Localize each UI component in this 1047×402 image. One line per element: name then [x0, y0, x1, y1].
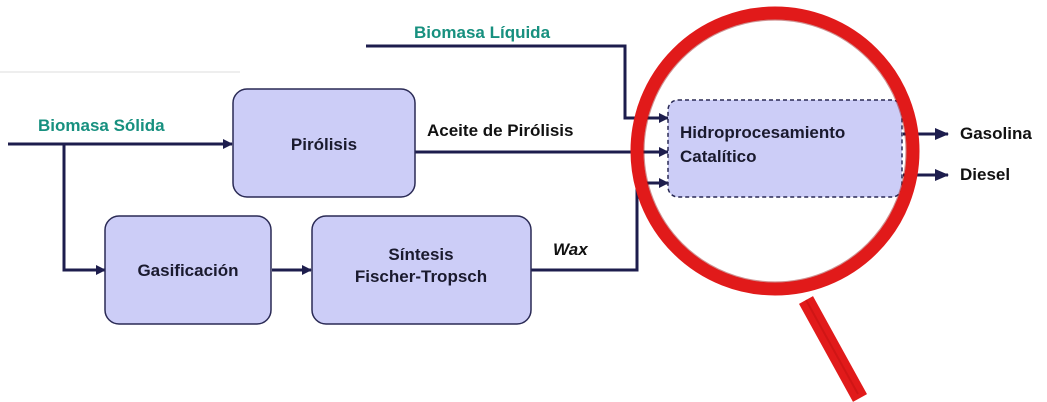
gasoline-label: Gasolina [960, 124, 1032, 143]
pyrolysis-box: Pirólisis [232, 88, 416, 198]
synthesis-label-line2: Fischer-Tropsch [355, 267, 487, 286]
liquid-biomass-label: Biomasa Líquida [414, 23, 551, 42]
hydroprocessing-label-line1: Hidroprocesamiento [680, 123, 845, 142]
pyrolysis-oil-label: Aceite de Pirólisis [427, 121, 573, 140]
gasification-label: Gasificación [137, 261, 238, 280]
hydroprocessing-box: Hidroprocesamiento Catalítico [667, 99, 903, 198]
magnifying-glass-icon [630, 6, 920, 402]
diesel-label: Diesel [960, 165, 1010, 184]
synthesis-label-line1: Síntesis [388, 245, 453, 264]
wax-label: Wax [553, 240, 589, 259]
fischer-tropsch-box: Síntesis Fischer-Tropsch [311, 215, 532, 325]
hydroprocessing-label-line2: Catalítico [680, 147, 757, 166]
pyrolysis-label: Pirólisis [291, 135, 357, 154]
wax-connector [531, 178, 669, 272]
gasification-box: Gasificación [104, 215, 272, 325]
solid-biomass-label: Biomasa Sólida [38, 116, 165, 135]
gasification-branch-connector [62, 144, 106, 275]
